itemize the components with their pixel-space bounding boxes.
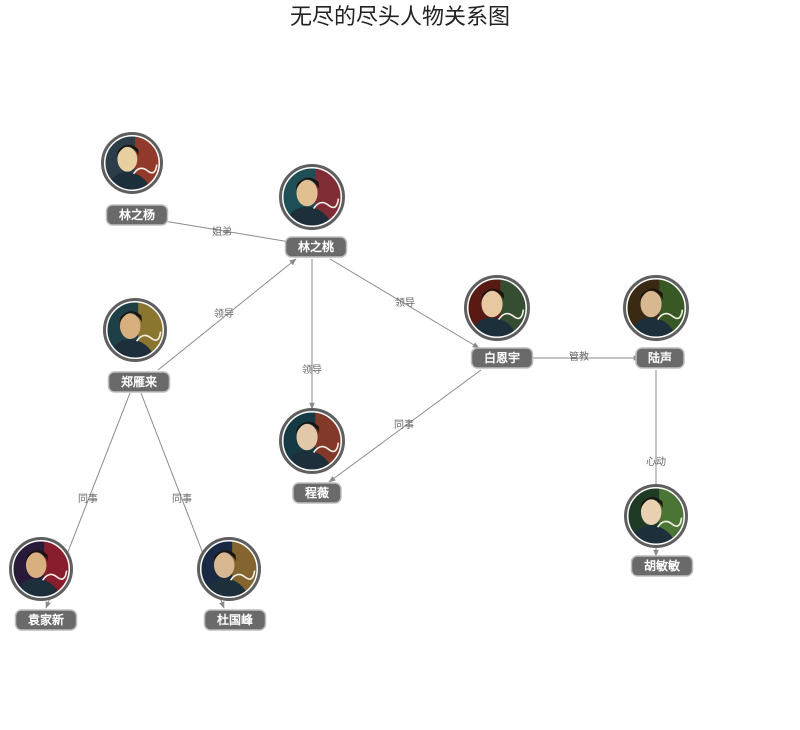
node-humin[interactable]: 胡敏敏 [624,484,694,577]
edge-linzhiyang-linzhitao[interactable]: 姐弟 [157,219,297,245]
avatar [279,408,345,474]
edge-label: 领导 [395,296,415,309]
node-label-badge [470,347,534,369]
edge-baienyu-chengwei[interactable]: 同事 [328,369,482,483]
node-label: 程薇 [305,485,329,500]
avatar [624,484,688,548]
node-label-badge [284,236,348,258]
node-label: 郑雁来 [121,374,158,389]
node-zhengyanlai[interactable]: 郑雁来 [103,298,171,393]
node-label-badge [292,482,342,504]
edges-layer: 姐弟领导领导领导管教同事心动同事同事 [45,219,666,609]
node-label: 白恩宇 [484,350,520,365]
node-baienyu[interactable]: 白恩宇 [464,275,534,369]
edge-line [328,369,482,483]
node-label-badge [107,371,171,393]
node-label-badge [203,609,267,631]
edge-line [157,219,297,245]
node-label: 林之杨 [119,207,155,222]
edge-label: 管教 [569,350,589,363]
edge-linzhitao-chengwei[interactable]: 领导 [302,259,322,410]
node-label-badge [635,347,685,369]
node-label-badge [14,609,78,631]
node-label-badge [105,204,169,226]
avatar [103,298,167,362]
avatar [279,164,345,230]
node-label: 胡敏敏 [644,558,681,573]
node-label: 袁家新 [27,612,64,627]
node-label-badge [630,555,694,577]
edge-zhengyanlai-linzhitao[interactable]: 领导 [157,258,297,371]
node-linzhitao[interactable]: 林之桃 [279,164,348,258]
edge-line [329,258,480,349]
node-label: 杜国峰 [217,612,254,627]
edge-label: 同事 [394,418,414,431]
avatar [197,537,261,601]
edge-label: 心动 [646,456,666,468]
avatar [623,275,689,341]
node-yuanjiaxin[interactable]: 袁家新 [9,537,78,631]
edge-line [157,258,297,371]
edge-label: 同事 [78,492,98,505]
avatar [9,537,73,601]
avatar [101,132,163,194]
node-label: 陆声 [648,350,672,365]
edge-label: 同事 [172,492,192,505]
edge-baienyu-lusheng[interactable]: 管教 [527,350,641,363]
node-linzhiyang[interactable]: 林之杨 [101,132,169,226]
node-duguofeng[interactable]: 杜国峰 [197,537,267,631]
edge-label: 姐弟 [212,225,232,238]
node-chengwei[interactable]: 程薇 [279,408,348,504]
edge-linzhitao-baienyu[interactable]: 领导 [329,258,480,349]
avatar [464,275,530,341]
edge-label: 领导 [302,363,322,376]
node-lusheng[interactable]: 陆声 [623,275,692,369]
node-label: 林之桃 [298,239,334,254]
diagram-title: 无尽的尽头人物关系图 [289,5,510,30]
edge-label: 领导 [214,307,234,320]
